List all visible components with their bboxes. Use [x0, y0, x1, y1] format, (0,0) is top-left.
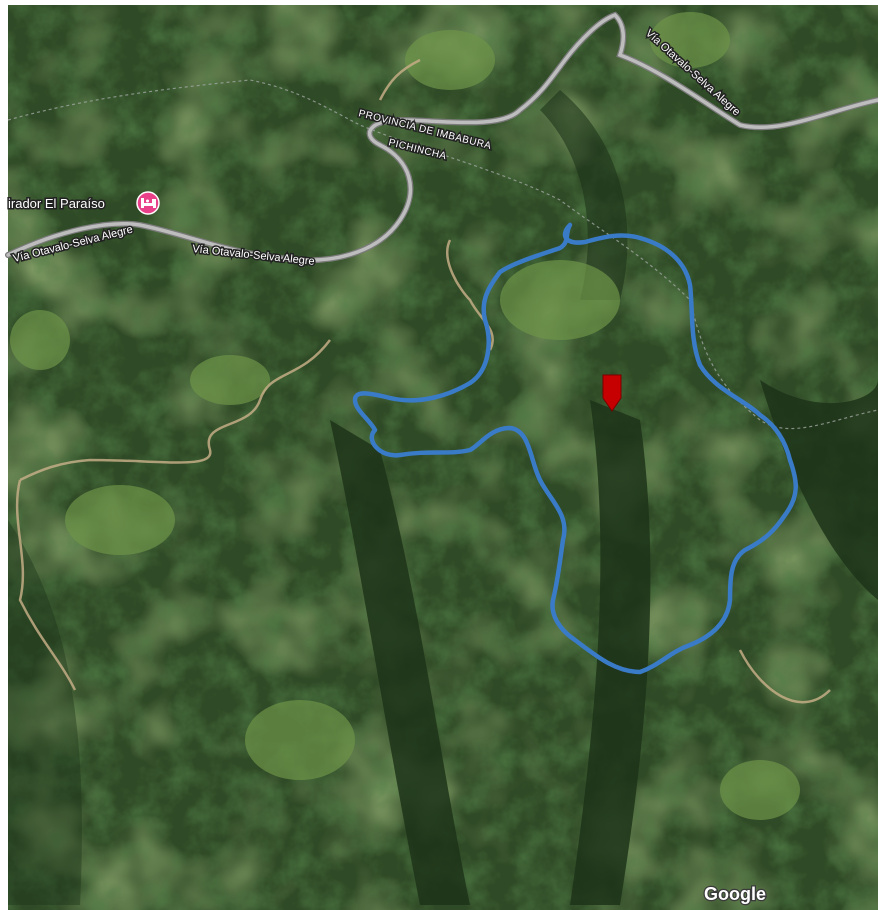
terrain-texture [8, 5, 878, 910]
google-logo: Google [704, 884, 766, 904]
forest-ravines [8, 90, 878, 905]
poi-marker[interactable] [136, 191, 160, 215]
province-boundary [7, 79, 878, 430]
dirt-tracks [15, 58, 831, 704]
paved-road [5, 11, 878, 264]
area-boundary [352, 222, 798, 675]
location-marker[interactable] [602, 374, 622, 412]
pastures [10, 12, 800, 820]
hotel-icon [141, 198, 156, 208]
poi-label[interactable]: irador El Paraíso [7, 195, 107, 213]
